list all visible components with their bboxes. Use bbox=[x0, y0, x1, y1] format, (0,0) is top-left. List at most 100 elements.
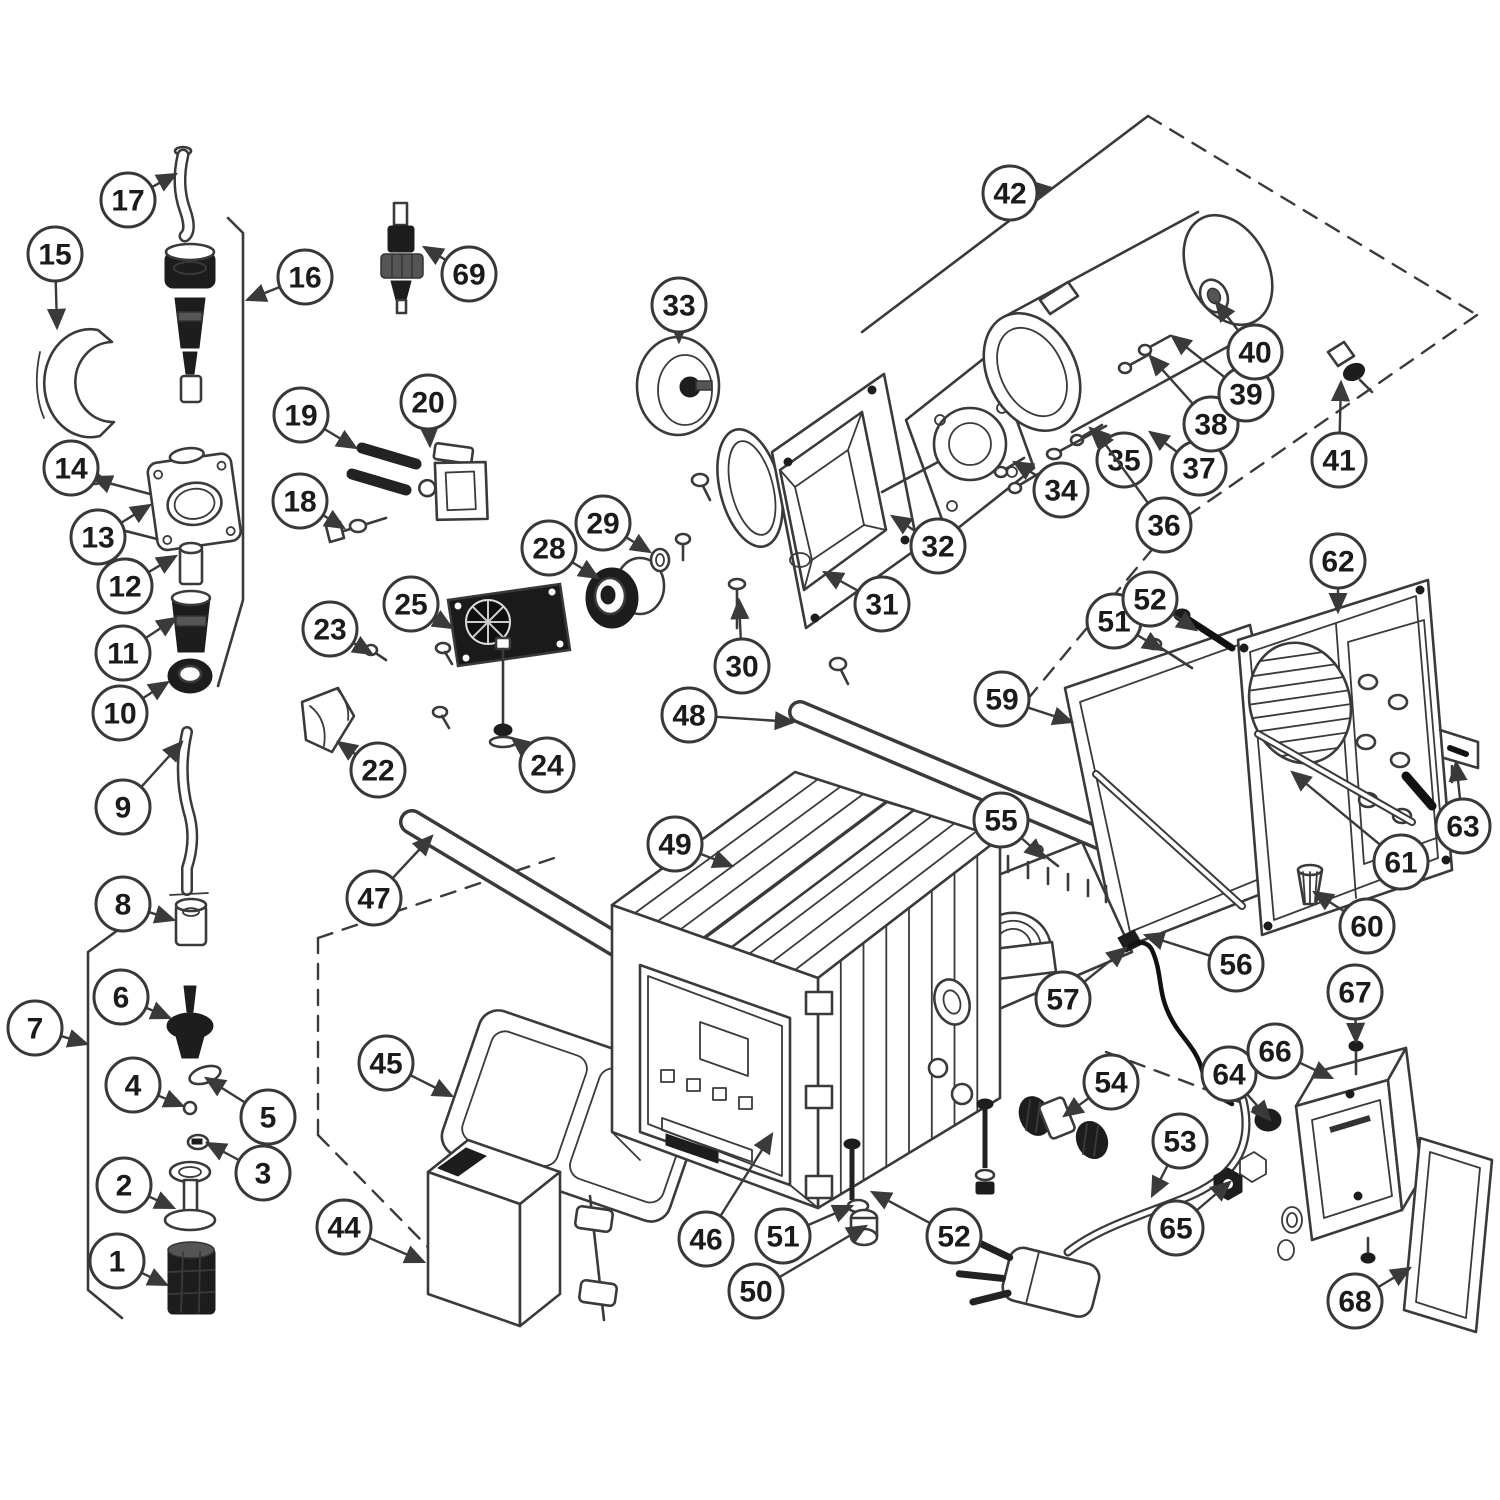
callout-68: 68 bbox=[1326, 1266, 1413, 1330]
callout-leader-12 bbox=[147, 554, 179, 575]
callout-leader-51 bbox=[1136, 631, 1165, 652]
callout-balloon-56 bbox=[1207, 935, 1265, 993]
callout-40: 40 bbox=[1214, 300, 1284, 381]
callout-leader-65 bbox=[1195, 1180, 1232, 1212]
callout-balloon-3 bbox=[234, 1144, 292, 1202]
callout-balloon-23 bbox=[301, 600, 359, 658]
callout-number-4: 4 bbox=[125, 1070, 142, 1103]
callout-leader-53 bbox=[1150, 1164, 1170, 1199]
callout-number-15: 15 bbox=[38, 239, 71, 272]
callout-leader-45 bbox=[409, 1074, 455, 1098]
callout-15: 15 bbox=[26, 225, 84, 331]
callout-number-41: 41 bbox=[1322, 445, 1355, 478]
callout-leader-20 bbox=[419, 426, 439, 449]
callout-9: 9 bbox=[94, 740, 184, 836]
callout-number-24: 24 bbox=[530, 750, 564, 783]
callout-29: 29 bbox=[574, 494, 653, 554]
callout-number-47: 47 bbox=[357, 883, 390, 916]
callout-10: 10 bbox=[91, 680, 171, 742]
callout-number-30: 30 bbox=[725, 651, 758, 684]
callout-56: 56 bbox=[1142, 931, 1265, 993]
callout-66: 66 bbox=[1246, 1022, 1335, 1080]
callout-24: 24 bbox=[510, 736, 576, 794]
callout-balloon-24 bbox=[518, 736, 576, 794]
callout-61: 61 bbox=[1290, 770, 1430, 891]
part-22-wedge bbox=[300, 686, 356, 754]
callout-balloon-57 bbox=[1034, 970, 1092, 1028]
callout-leader-2 bbox=[148, 1191, 177, 1210]
callout-leader-63 bbox=[1448, 759, 1468, 800]
callout-33: 33 bbox=[650, 276, 708, 345]
callout-47: 47 bbox=[345, 834, 434, 927]
callout-45: 45 bbox=[357, 1034, 455, 1098]
callout-59: 59 bbox=[973, 670, 1075, 728]
callout-balloon-47 bbox=[345, 869, 403, 927]
callout-number-67: 67 bbox=[1338, 977, 1371, 1010]
callout-number-45: 45 bbox=[369, 1048, 402, 1081]
callout-leader-57 bbox=[1083, 946, 1128, 983]
mid-fittings bbox=[300, 201, 831, 754]
part-6-injection-valve bbox=[166, 985, 214, 1059]
callout-leader-56 bbox=[1142, 931, 1211, 957]
callout-leader-8 bbox=[148, 905, 177, 924]
callout-leader-32 bbox=[889, 514, 917, 535]
callout-leader-46 bbox=[719, 1131, 774, 1217]
part-28-roller bbox=[585, 556, 666, 629]
callout-leader-66 bbox=[1298, 1061, 1335, 1080]
callout-number-33: 33 bbox=[662, 290, 695, 323]
callout-number-34: 34 bbox=[1044, 475, 1078, 508]
callout-balloon-41 bbox=[1310, 431, 1368, 489]
callout-34: 34 bbox=[1011, 460, 1090, 519]
callout-leader-5 bbox=[203, 1076, 246, 1104]
part-24-screw bbox=[488, 636, 518, 749]
callout-balloon-64 bbox=[1200, 1045, 1258, 1103]
callout-balloon-4 bbox=[104, 1056, 162, 1114]
callout-53: 53 bbox=[1150, 1112, 1209, 1199]
part-66-junction-box bbox=[1213, 1040, 1494, 1334]
callout-6: 6 bbox=[92, 968, 173, 1026]
callout-number-65: 65 bbox=[1159, 1213, 1192, 1246]
callout-balloon-9 bbox=[94, 778, 152, 836]
callout-balloon-31 bbox=[853, 575, 911, 633]
part-41-fitting bbox=[1326, 340, 1374, 394]
callout-number-5: 5 bbox=[260, 1102, 277, 1135]
callout-number-55: 55 bbox=[984, 805, 1017, 838]
callout-number-57: 57 bbox=[1046, 984, 1079, 1017]
part-19-rod bbox=[356, 442, 422, 470]
callout-11: 11 bbox=[94, 616, 179, 682]
callout-number-22: 22 bbox=[361, 755, 394, 788]
callout-number-61: 61 bbox=[1384, 847, 1417, 880]
callout-balloon-19 bbox=[272, 386, 330, 444]
callout-32: 32 bbox=[889, 514, 967, 575]
callout-number-17: 17 bbox=[111, 185, 144, 218]
callout-number-11: 11 bbox=[107, 638, 139, 671]
callout-leader-16 bbox=[244, 283, 281, 302]
callout-number-52: 52 bbox=[937, 1221, 970, 1254]
callout-leader-39 bbox=[1170, 334, 1226, 379]
callout-number-46: 46 bbox=[689, 1224, 722, 1257]
part-54-fittings bbox=[1018, 1096, 1109, 1159]
callout-balloon-61 bbox=[1372, 833, 1430, 891]
callout-balloon-11 bbox=[94, 624, 152, 682]
callout-balloon-18 bbox=[271, 472, 329, 530]
callout-leader-18 bbox=[322, 509, 347, 530]
callout-balloon-68 bbox=[1326, 1272, 1384, 1330]
part-20-clip bbox=[417, 441, 489, 522]
part-15-saddle-clamp bbox=[35, 327, 116, 439]
callout-number-20: 20 bbox=[411, 387, 444, 420]
callout-balloon-46 bbox=[677, 1210, 735, 1268]
callout-balloon-6 bbox=[92, 968, 150, 1026]
callout-69: 69 bbox=[421, 245, 498, 303]
callout-balloon-65 bbox=[1147, 1199, 1205, 1257]
callout-number-56: 56 bbox=[1219, 949, 1252, 982]
callout-balloon-20 bbox=[399, 373, 457, 431]
callout-62: 62 bbox=[1309, 532, 1367, 615]
callout-8: 8 bbox=[94, 875, 177, 933]
callout-60: 60 bbox=[1311, 890, 1396, 955]
callout-number-25: 25 bbox=[394, 589, 427, 622]
callout-number-13: 13 bbox=[81, 522, 114, 555]
callout-51: 51 bbox=[754, 1204, 855, 1265]
callout-52: 52 bbox=[869, 1190, 983, 1265]
part-33-roller-disc bbox=[635, 335, 721, 437]
